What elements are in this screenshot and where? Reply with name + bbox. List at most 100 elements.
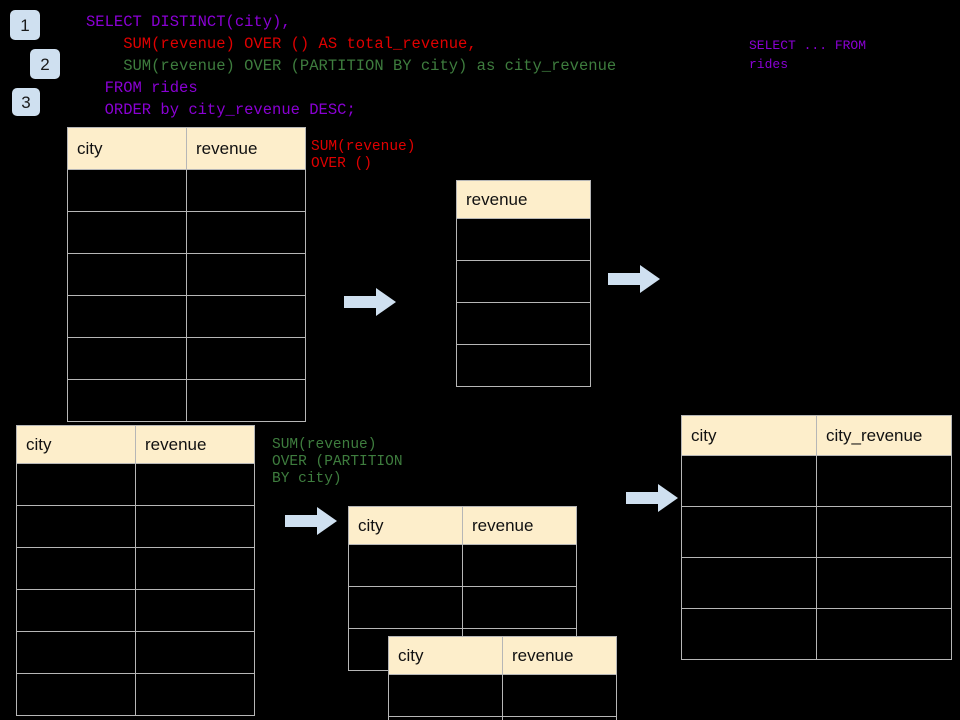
- table-cell: [456, 218, 591, 261]
- table-cell: [348, 544, 463, 587]
- step-badge-3: 3: [12, 88, 40, 116]
- sql-line-select-distinct: SELECT DISTINCT(city),: [86, 13, 291, 31]
- table-row: [388, 716, 617, 720]
- column-header-city: city: [16, 425, 136, 464]
- table-cell: [388, 716, 503, 720]
- table-cell: [186, 337, 306, 380]
- table-cell: [16, 547, 136, 590]
- table-cell: [456, 344, 591, 387]
- table-header-row: revenue: [456, 180, 591, 219]
- table-row: [681, 455, 952, 507]
- table-row: [681, 608, 952, 660]
- column-header-revenue: revenue: [502, 636, 617, 675]
- sql-line-from: FROM rides: [86, 79, 198, 97]
- arrow-total-to-result: [608, 265, 660, 293]
- table-cell: [16, 589, 136, 632]
- table-row: [681, 506, 952, 558]
- table-row: [16, 589, 255, 632]
- table-cell: [456, 260, 591, 303]
- arrow-source-to-total: [344, 288, 396, 316]
- table-cell: [816, 506, 952, 558]
- table-header-row: city revenue: [388, 636, 617, 675]
- column-header-revenue: revenue: [186, 127, 306, 170]
- table-row: [16, 547, 255, 590]
- table-row: [67, 379, 306, 422]
- table-cell: [816, 455, 952, 507]
- step-badge-2: 2: [30, 49, 60, 79]
- table-header-row: city revenue: [348, 506, 577, 545]
- arrow-source-to-partition: [285, 507, 337, 535]
- table-cell: [816, 557, 952, 609]
- column-header-revenue: revenue: [456, 180, 591, 219]
- table-cell: [186, 253, 306, 296]
- table-row: [456, 218, 591, 261]
- column-header-city: city: [67, 127, 187, 170]
- table-header-row: city revenue: [16, 425, 255, 464]
- table-row: [16, 673, 255, 716]
- table-cell: [135, 505, 255, 548]
- table-row: [456, 344, 591, 387]
- table-cell: [67, 379, 187, 422]
- table-cell: [681, 506, 817, 558]
- table-cell: [135, 589, 255, 632]
- table-cell: [67, 337, 187, 380]
- table-cell: [186, 295, 306, 338]
- table-cell: [67, 211, 187, 254]
- table-cell: [502, 674, 617, 717]
- annotation-select-from-rides: SELECT ... FROM rides: [749, 38, 867, 72]
- rides-source-table-top: city revenue: [67, 127, 306, 422]
- column-header-city: city: [681, 415, 817, 456]
- column-header-city: city: [348, 506, 463, 545]
- sql-line-order-by: ORDER by city_revenue DESC;: [86, 101, 356, 119]
- table-body: [67, 169, 306, 422]
- table-row: [348, 544, 577, 587]
- table-cell: [16, 673, 136, 716]
- table-cell: [681, 557, 817, 609]
- table-row: [681, 557, 952, 609]
- table-cell: [462, 586, 577, 629]
- table-cell: [681, 608, 817, 660]
- column-header-revenue: revenue: [462, 506, 577, 545]
- table-cell: [135, 463, 255, 506]
- table-body: [681, 455, 952, 660]
- table-body: [456, 218, 591, 387]
- table-cell: [456, 302, 591, 345]
- table-row: [456, 260, 591, 303]
- table-cell: [67, 253, 187, 296]
- step-badge-1: 1: [10, 10, 40, 40]
- table-cell: [502, 716, 617, 720]
- rides-source-table-bottom: city revenue: [16, 425, 255, 716]
- table-header-row: city revenue: [67, 127, 306, 170]
- annotation-sum-over-empty: SUM(revenue) OVER (): [311, 139, 416, 172]
- table-cell: [67, 169, 187, 212]
- table-cell: [348, 586, 463, 629]
- table-row: [67, 295, 306, 338]
- table-row: [348, 586, 577, 629]
- table-cell: [816, 608, 952, 660]
- table-row: [67, 169, 306, 212]
- table-cell: [186, 211, 306, 254]
- table-cell: [388, 674, 503, 717]
- table-cell: [135, 547, 255, 590]
- table-cell: [135, 631, 255, 674]
- table-cell: [16, 505, 136, 548]
- total-revenue-table: revenue: [456, 180, 591, 387]
- table-body: [16, 463, 255, 716]
- table-cell: [681, 455, 817, 507]
- table-row: [67, 253, 306, 296]
- table-cell: [186, 379, 306, 422]
- table-cell: [16, 463, 136, 506]
- annotation-sum-over-partition: SUM(revenue) OVER (PARTITION BY city): [272, 437, 403, 487]
- table-row: [16, 631, 255, 674]
- partition-table-front: city revenue: [388, 636, 617, 720]
- table-body: [388, 674, 617, 720]
- table-row: [456, 302, 591, 345]
- table-cell: [186, 169, 306, 212]
- sql-line-sum-over-empty: SUM(revenue) OVER () AS total_revenue,: [86, 35, 477, 53]
- table-row: [67, 211, 306, 254]
- table-cell: [135, 673, 255, 716]
- table-row: [388, 674, 617, 717]
- table-cell: [67, 295, 187, 338]
- column-header-city: city: [388, 636, 503, 675]
